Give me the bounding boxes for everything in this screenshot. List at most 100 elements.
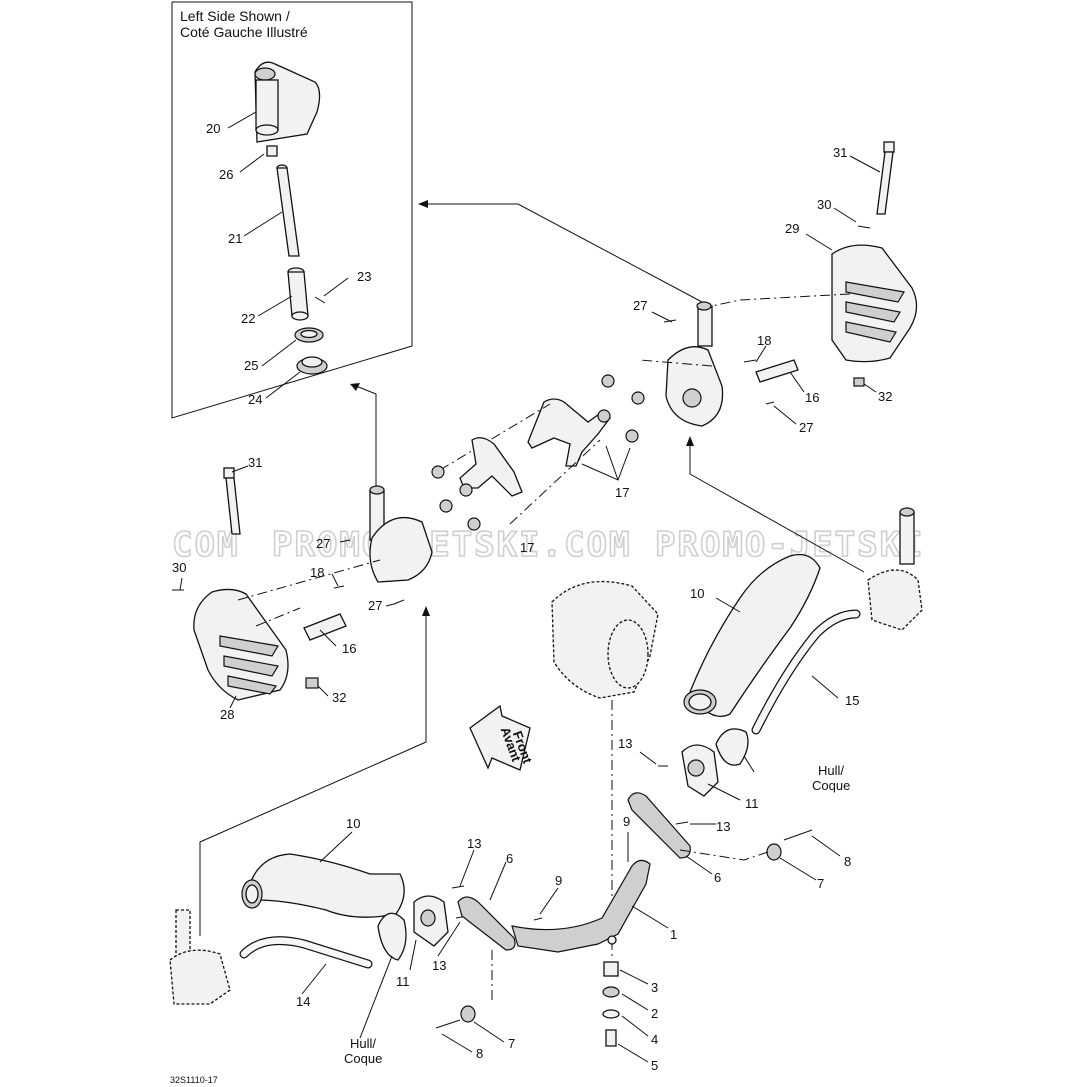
gasket-left [377, 912, 407, 961]
right-steering-assembly: 31 30 29 27 18 16 27 32 17 [439, 141, 918, 525]
right-lower-mount: 13 Hull/ Coque 11 13 9 8 7 6 [618, 728, 851, 891]
callout-16-left: 16 [342, 641, 356, 656]
hose-15 [751, 609, 861, 735]
duct-10-left [241, 853, 405, 918]
jet-pump-housing [551, 580, 659, 699]
bolt-8-left [435, 1019, 461, 1029]
gasket-right [715, 728, 749, 766]
callout-2: 2 [651, 1006, 658, 1021]
hull-right-line2: Coque [812, 778, 850, 793]
inset-title-line2: Coté Gauche Illustré [180, 24, 308, 40]
nut-24 [296, 356, 328, 375]
steering-arm-lower-right [867, 507, 923, 631]
callout-32-left: 32 [332, 690, 346, 705]
link-17-right [527, 374, 645, 467]
callout-13-left-upper: 13 [467, 836, 481, 851]
tube-21 [276, 164, 300, 257]
pin-23 [314, 296, 326, 304]
callout-5: 5 [651, 1058, 658, 1073]
spacer-3 [603, 961, 619, 977]
callout-29: 29 [785, 221, 799, 236]
callout-16-right: 16 [805, 390, 819, 405]
callout-14: 14 [296, 994, 310, 1009]
hull-left-line1: Hull/ [350, 1036, 376, 1051]
callout-24: 24 [248, 392, 262, 407]
nut-32-right [853, 377, 865, 387]
callout-20: 20 [206, 121, 220, 136]
spacer-7-left [460, 1005, 476, 1023]
bolt-31-left [223, 467, 241, 535]
pin-16-right [755, 359, 799, 383]
callout-9-left: 9 [555, 873, 562, 888]
callout-11-right: 11 [745, 796, 759, 811]
callout-21: 21 [228, 231, 242, 246]
callout-32-right: 32 [878, 389, 892, 404]
callout-10-left: 10 [346, 816, 360, 831]
link-6-left [457, 896, 516, 951]
callout-8-right: 8 [844, 854, 851, 869]
watermark-middle: PROMO-JETSKI.COM [272, 525, 632, 565]
callout-1: 1 [670, 927, 677, 942]
inset-title-line1: Left Side Shown / [180, 8, 290, 24]
callout-13-right-lower: 13 [716, 819, 730, 834]
callout-11-left: 11 [396, 974, 410, 989]
sleeve-22 [287, 267, 309, 321]
spacer-7-right [766, 843, 782, 861]
callout-13-right-upper: 13 [618, 736, 632, 751]
link-6-right [627, 792, 691, 859]
callout-6-left: 6 [506, 851, 513, 866]
callout-8-left: 8 [476, 1046, 483, 1061]
hull-left-line2: Coque [344, 1051, 382, 1066]
adapter-11-right [681, 744, 719, 797]
callout-22: 22 [241, 311, 255, 326]
left-lower-mount: 10 14 13 6 [169, 816, 562, 1066]
bolt-30-right [857, 225, 871, 229]
bushing-2 [602, 986, 620, 998]
washer-4 [602, 1009, 620, 1019]
callout-26: 26 [219, 167, 233, 182]
duct-10-right [683, 553, 821, 718]
callout-3: 3 [651, 980, 658, 995]
steering-arm-lower-left [169, 909, 231, 1005]
callout-25: 25 [244, 358, 258, 373]
callout-30-left: 30 [172, 560, 186, 575]
reference-lines [199, 200, 865, 936]
callout-7-left: 7 [508, 1036, 515, 1051]
callout-31-right: 31 [833, 145, 847, 160]
left-steering-assembly: 31 30 18 27 17 27 16 32 28 [172, 437, 534, 722]
callout-10-right: 10 [690, 586, 704, 601]
steering-bracket-20 [254, 61, 321, 143]
figure-code: 32S1110-17 [170, 1075, 218, 1085]
link-17-left [431, 437, 523, 531]
pin-16-left [303, 613, 347, 641]
front-direction-arrow: Front Avant [469, 704, 536, 771]
watermark-left: COM [172, 525, 239, 565]
cover-28 [193, 588, 289, 701]
callout-27-left-lower: 27 [368, 598, 382, 613]
callout-7-right: 7 [817, 876, 824, 891]
callout-30-right: 30 [817, 197, 831, 212]
steering-arm-right [665, 301, 724, 427]
bolt-8-right [783, 829, 813, 841]
adapter-11-left [413, 895, 449, 947]
callout-9-right: 9 [623, 814, 630, 829]
callout-17-left: 17 [520, 540, 534, 555]
steering-arm-left [369, 485, 433, 583]
callout-23: 23 [357, 269, 371, 284]
callout-6-right: 6 [714, 870, 721, 885]
callout-18-left: 18 [310, 565, 324, 580]
callout-4: 4 [651, 1032, 658, 1047]
inset-left-side: Left Side Shown / Coté Gauche Illustré [171, 1, 413, 419]
callout-27-right-lower: 27 [799, 420, 813, 435]
callout-28: 28 [220, 707, 234, 722]
bushing-26 [266, 145, 278, 157]
watermark: COM PROMO-JETSKI.COM PROMO-JETSKI [171, 524, 923, 566]
callout-27-left-upper: 27 [316, 536, 330, 551]
callout-13-left-lower: 13 [432, 958, 446, 973]
fastener-stack: 3 2 4 5 [602, 961, 658, 1073]
callout-27-right-upper: 27 [633, 298, 647, 313]
callout-18-right: 18 [757, 333, 771, 348]
nut-32-left [305, 677, 319, 689]
callout-15: 15 [845, 693, 859, 708]
